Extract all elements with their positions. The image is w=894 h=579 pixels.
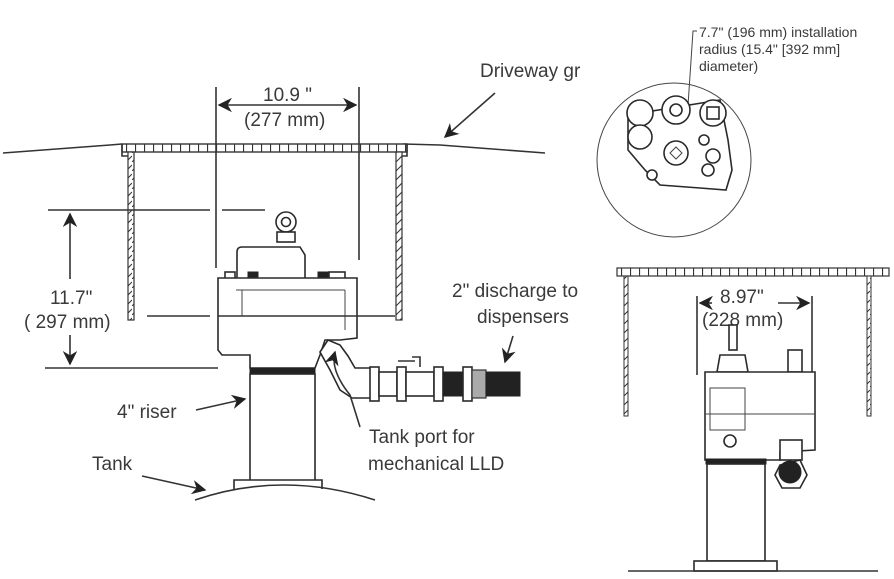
- right-sump-lid: [616, 267, 890, 277]
- installation-radius-line3: diameter): [699, 58, 758, 74]
- tank-port-leader: [324, 350, 361, 428]
- right-sump-wall-right: [866, 275, 872, 417]
- pump-head: [217, 211, 395, 369]
- installation-circle: [596, 82, 752, 238]
- discharge-label-line1: 2" discharge to: [452, 281, 578, 302]
- right-width-mm: (228 mm): [702, 310, 783, 331]
- pump-top-outline: [626, 95, 733, 191]
- top-plan-view: 7.7" (196 mm) installation radius (15.4"…: [596, 24, 857, 238]
- riser-label: 4" riser: [117, 402, 177, 423]
- tank-leader: [141, 475, 207, 495]
- tank-port-label-line1: Tank port for: [369, 427, 475, 448]
- sump-wall-left: [127, 151, 135, 321]
- tank-port-label-line2: mechanical LLD: [368, 454, 504, 475]
- driveway-leader: [443, 92, 496, 138]
- discharge-piping: [319, 339, 521, 402]
- driveway-grade-label: Driveway gr: [480, 61, 581, 82]
- right-width-inches: 8.97": [720, 287, 764, 308]
- riser-collar: [249, 367, 316, 375]
- right-pump-body: [704, 324, 816, 489]
- discharge-leader: [501, 335, 516, 364]
- installation-radius-line2: radius (15.4" [392 mm]: [699, 41, 840, 57]
- sump-wall-right: [395, 151, 403, 321]
- riser-pipe: [249, 373, 316, 483]
- height-dim-mm: ( 297 mm): [24, 312, 111, 333]
- right-sump-wall-left: [623, 275, 629, 417]
- height-dim-inches: 11.7": [50, 288, 92, 309]
- driveway-grade-line: [2, 143, 546, 154]
- right-riser-flange: [693, 560, 778, 572]
- left-elevation-view: 10.9 " (277 mm) 11.7" ( 297 mm): [2, 61, 581, 501]
- tank-top-curve: [194, 484, 376, 501]
- width-dim-inches: 10.9 ": [263, 85, 312, 106]
- width-dim-mm: (277 mm): [244, 110, 325, 131]
- installation-radius-line1: 7.7" (196 mm) installation: [699, 24, 857, 40]
- discharge-label-line2: dispensers: [477, 307, 569, 328]
- right-riser-pipe: [706, 463, 766, 562]
- riser-leader: [195, 394, 247, 411]
- sump-lid: [121, 143, 408, 153]
- tank-label: Tank: [92, 454, 133, 475]
- right-elevation-view: 8.97" (228 mm): [616, 267, 890, 572]
